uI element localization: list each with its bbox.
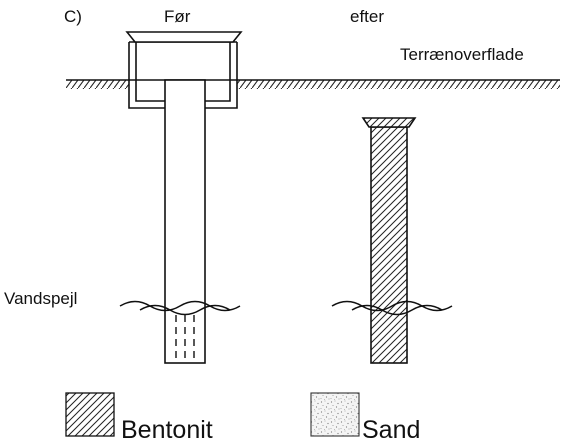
- water-label: Vandspejl: [4, 289, 77, 308]
- water-table-before: [119, 300, 241, 316]
- after-label: efter: [350, 7, 384, 26]
- filter-screen: [175, 315, 195, 358]
- legend-bentonite-swatch: [65, 392, 115, 437]
- box-lid: [125, 31, 243, 43]
- sealed-cap: [361, 117, 417, 128]
- before-label: Før: [164, 7, 191, 26]
- water-table-after: [331, 300, 453, 316]
- panel-label: C): [64, 7, 82, 26]
- ground-surface: [66, 79, 560, 89]
- legend-sand-label: Sand: [362, 416, 420, 444]
- legend-sand-swatch: [310, 392, 360, 437]
- ground-label: Terrænoverflade: [400, 45, 524, 64]
- legend: Bentonit Sand: [65, 392, 420, 444]
- bentonite-column: [370, 126, 408, 364]
- legend-bentonite-label: Bentonit: [121, 416, 213, 444]
